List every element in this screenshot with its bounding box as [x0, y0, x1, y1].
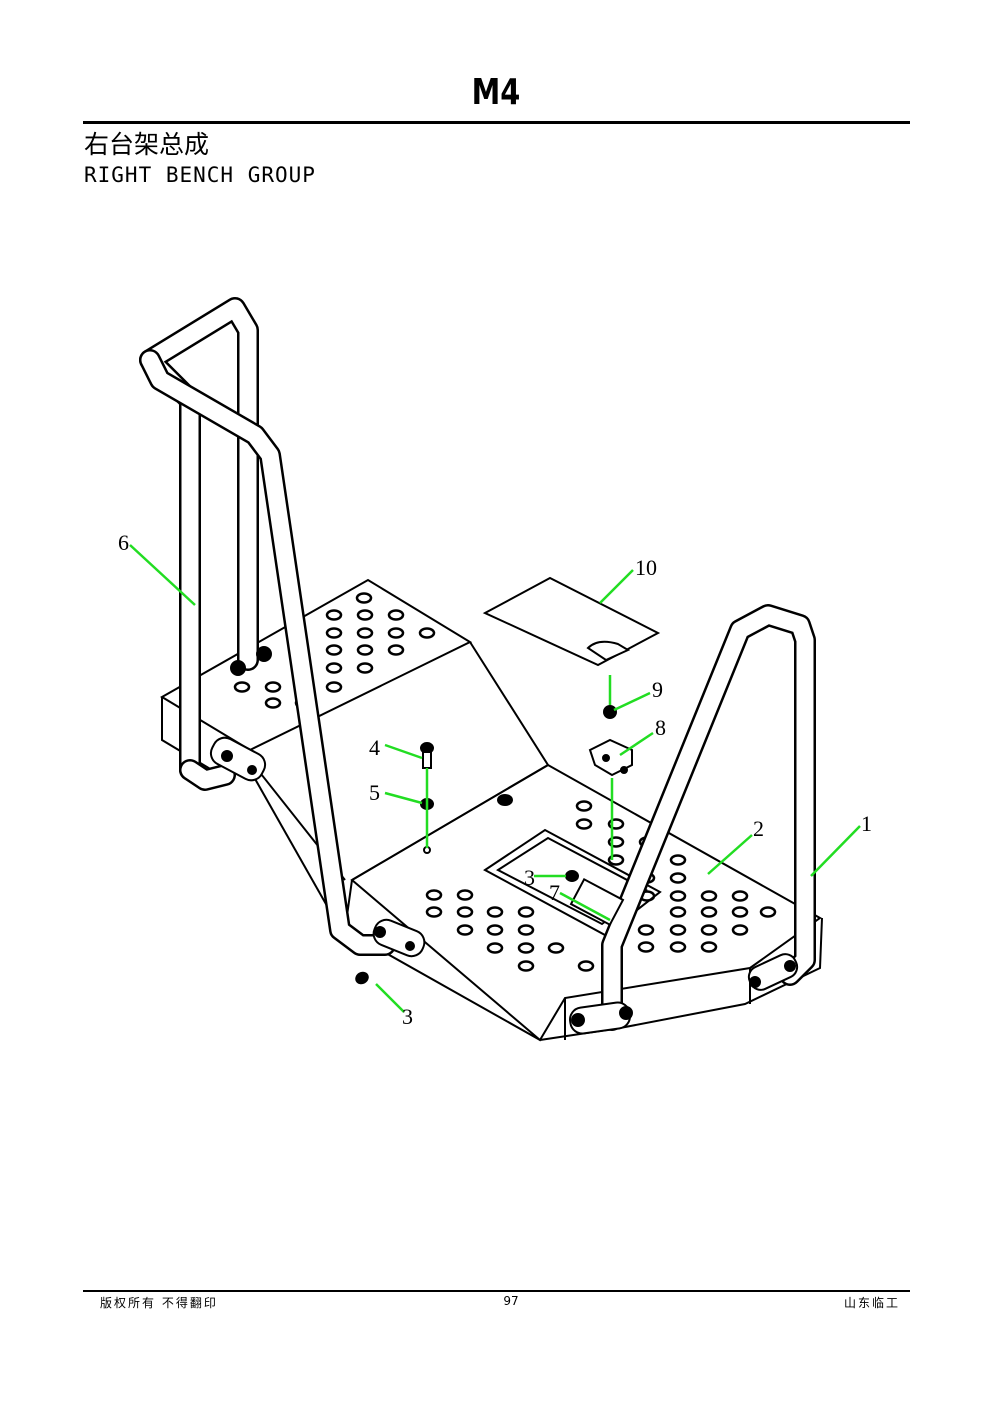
footer-rule — [83, 1290, 910, 1292]
callout-leaders — [129, 544, 861, 1013]
header-rule — [83, 121, 910, 124]
title-chinese: 右台架总成 — [84, 130, 210, 159]
callout-6: 6 — [118, 530, 129, 555]
page-number: 97 — [503, 1294, 519, 1308]
mount-brackets — [209, 646, 799, 1035]
right-handrail — [601, 604, 816, 1031]
left-handrail — [139, 297, 396, 956]
callout-1: 1 — [861, 811, 872, 836]
callout-3-upper: 3 — [524, 865, 535, 890]
callout-labels: 1 2 3 3 4 5 6 7 8 9 10 — [118, 530, 872, 1029]
callout-9: 9 — [652, 677, 663, 702]
callout-8: 8 — [655, 715, 666, 740]
callout-4: 4 — [369, 735, 380, 760]
callout-10: 10 — [635, 555, 657, 580]
page-code: M4 — [471, 72, 521, 113]
callout-2: 2 — [753, 816, 764, 841]
callout-3-lower: 3 — [402, 1004, 413, 1029]
callout-7: 7 — [549, 880, 560, 905]
callout-5: 5 — [369, 780, 380, 805]
company-name: 山东临工 — [843, 1296, 900, 1310]
title-english: RIGHT BENCH GROUP — [84, 163, 316, 187]
copyright-notice: 版权所有 不得翻印 — [100, 1296, 218, 1310]
